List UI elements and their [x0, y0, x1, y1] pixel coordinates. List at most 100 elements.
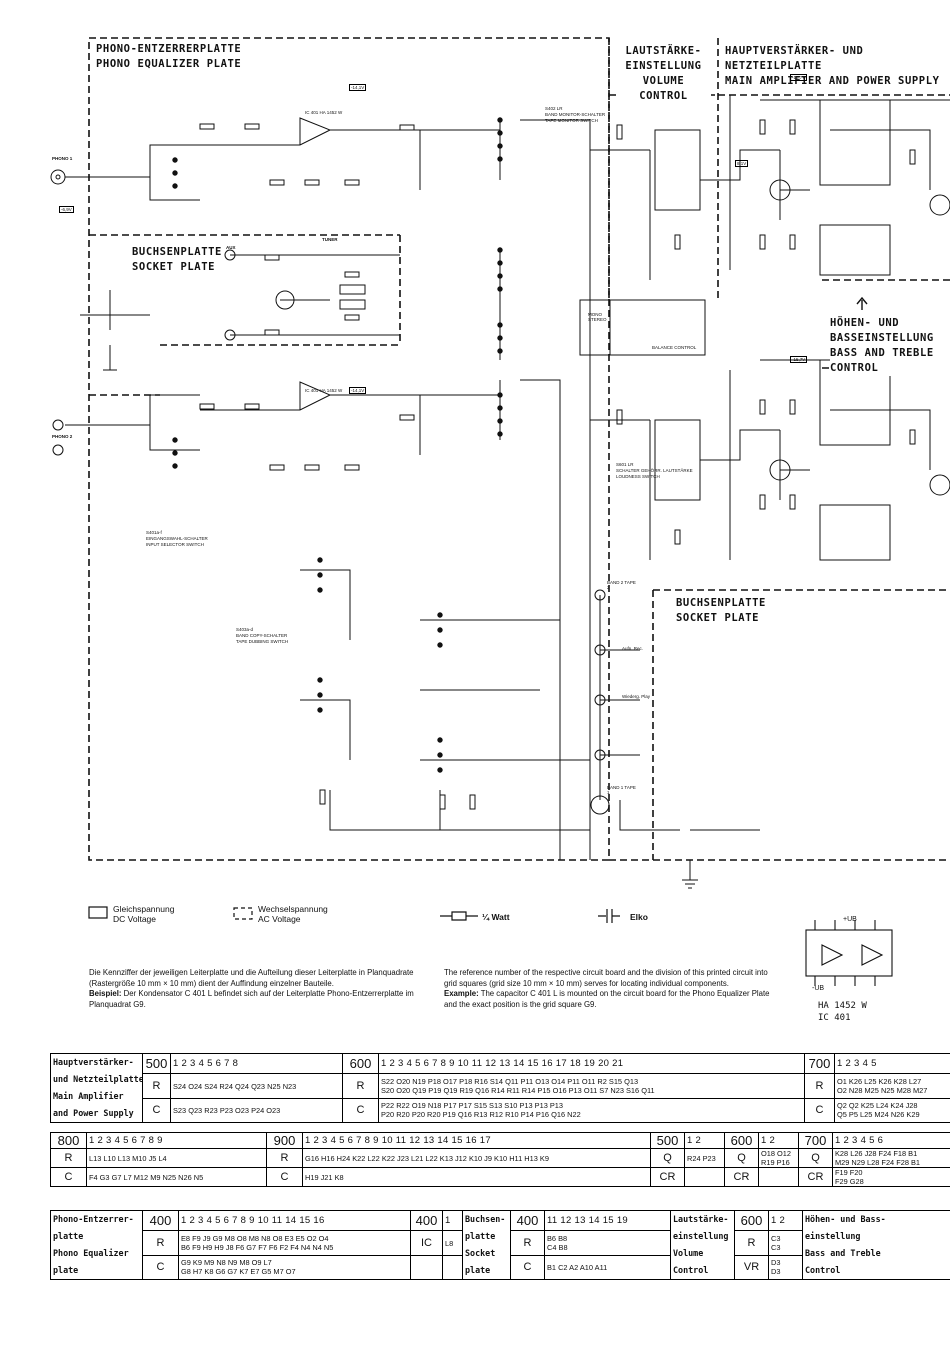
s403-de: BAND COPY-SCHALTER — [236, 633, 288, 638]
sock-label2: platte — [465, 1231, 496, 1241]
ac-voltage-legend: Wechselspannung AC Voltage — [258, 904, 328, 924]
row1-label2: und Netzteilplatte — [53, 1074, 143, 1084]
dc-voltage-legend: Gleichspannung DC Voltage — [113, 904, 174, 924]
tone-title-en: BASS AND TREBLE CONTROL — [830, 347, 934, 374]
table-row: R E8 F9 J9 G9 M8 O8 M8 N8 O8 E3 E5 O2 O4… — [51, 1230, 950, 1256]
dc-de: Gleichspannung — [113, 904, 175, 914]
q-label: Q — [724, 1148, 759, 1168]
note-en-example-label: Example: — [444, 989, 479, 998]
row1-label3: Main Amplifier — [53, 1091, 124, 1101]
voltage-6: 8,1V — [735, 160, 749, 167]
table-row: 800 1 2 3 4 5 6 7 8 9 900 1 2 3 4 5 6 7 … — [50, 1132, 950, 1149]
s601-id: S601 LR — [616, 462, 634, 467]
s601-en: LOUDNESS SWITCH — [616, 474, 660, 479]
tone-title-de: HÖHEN- UND BASSEINSTELLUNG — [830, 317, 934, 344]
ic-cells: L8 — [442, 1230, 463, 1256]
r600c-cells: C3 C3 — [768, 1230, 803, 1256]
table-row: C G9 K9 M9 N8 N9 M8 O9 L7 G8 H7 K8 G6 G7… — [51, 1254, 950, 1281]
ic-caption-num: IC 401 — [818, 1013, 851, 1023]
dc-en: DC Voltage — [113, 914, 156, 924]
c-label: C — [266, 1167, 303, 1187]
aux-label: AUX — [226, 245, 236, 250]
c700-cells: Q2 Q2 K25 L24 K24 J28 Q5 P5 L25 M24 N26 … — [834, 1097, 950, 1124]
phono-title-en: PHONO EQUALIZER PLATE — [96, 58, 242, 70]
legend-symbols — [88, 906, 620, 923]
c400-cells: G9 K9 M9 N8 N9 M8 O9 L7 G8 H7 K8 G6 G7 K… — [178, 1254, 411, 1281]
balance-label: BALANCE CONTROL — [652, 345, 697, 350]
rsock-c: B8 — [558, 1234, 568, 1244]
component-location-table-2: 800 1 2 3 4 5 6 7 8 9 900 1 2 3 4 5 6 7 … — [50, 1132, 950, 1187]
volume-title-en: VOLUME CONTROL — [639, 75, 688, 102]
note-en-text: The reference number of the respective c… — [444, 968, 768, 988]
grid-numbers-600: 1 2 3 4 5 6 7 8 9 10 11 12 13 14 15 16 1… — [378, 1052, 805, 1075]
switch-contacts — [172, 117, 503, 773]
s403-id: S403a-d — [236, 627, 254, 632]
row3-label1: Phono-Entzerrer- — [53, 1214, 134, 1224]
q600-line-b: R19 P16 — [761, 1158, 790, 1167]
voltage-4: -15,7V — [790, 356, 808, 363]
s601-label: S601 LR SCHALTER GEHÖRR. LAUTSTÄRKE LOUD… — [616, 462, 693, 480]
r400-line-a: E8 F9 J9 G9 M8 O8 M8 N8 O8 E3 E5 O2 O4 — [181, 1234, 329, 1244]
cr-label: CR — [724, 1167, 759, 1187]
grid-numbers-600b: 1 2 — [758, 1132, 799, 1149]
q700-line-a: K28 L26 J28 F24 F18 B1 — [835, 1149, 918, 1159]
c700-line-a: Q2 Q2 K25 L24 K24 J28 — [837, 1101, 918, 1111]
main-amp-title: HAUPTVERSTÄRKER- UND NETZTEILPLATTE MAIN… — [725, 44, 950, 89]
grid-numbers-400c: 11 12 13 14 15 19 — [544, 1209, 671, 1232]
r600c-b: C3 — [771, 1243, 781, 1253]
vr-label: VR — [734, 1254, 769, 1281]
table-row: Hauptverstärker- und Netzteilplatte Main… — [50, 1052, 950, 1123]
r700-line-b: O2 N28 M25 N25 M28 M27 — [837, 1086, 928, 1096]
voltage-1: -14,1V — [349, 84, 367, 91]
note-de-example: Der Kondensator C 401 L befindet sich au… — [89, 989, 414, 1009]
grid-numbers-600c: 1 2 — [768, 1209, 803, 1232]
table-row: R L13 L10 L13 M10 J5 L4 R G16 H16 H24 K2… — [50, 1148, 950, 1168]
board-number-600c: 600 — [734, 1209, 769, 1232]
c-label: C — [342, 1097, 379, 1124]
wiring — [65, 95, 950, 889]
vol-label3: Volume — [673, 1248, 704, 1258]
volume-title-de-2: EINSTELLUNG — [625, 60, 702, 72]
ic-pinout — [805, 920, 893, 986]
rsock-b: C4 — [547, 1243, 557, 1253]
phono-board-label: Phono-Entzerrer- platte Phono Equalizer … — [50, 1210, 143, 1280]
c400-line-a: G9 K9 M9 N8 N9 M8 O9 L7 — [181, 1258, 272, 1268]
table-row: C S23 Q23 R23 P23 O23 P24 O23 C P22 R22 … — [51, 1097, 950, 1124]
quarter-watt-legend: ¼ Watt — [482, 912, 510, 922]
r-label: R — [734, 1230, 769, 1256]
r400-line-b: B6 F9 H9 H9 J8 F6 G7 F7 F6 F2 F4 N4 N4 N… — [181, 1243, 334, 1253]
ic-label: IC — [410, 1230, 443, 1256]
voltage-3: -15,7V — [790, 74, 808, 81]
band2-label: BAND 2 TAPE 2 — [607, 580, 636, 590]
c800-cells: F4 G3 G7 L7 M12 M9 N25 N26 N5 — [86, 1167, 267, 1187]
grid-numbers-500: 1 2 3 4 5 6 7 8 — [170, 1052, 343, 1075]
note-de-example-label: Beispiel: — [89, 989, 122, 998]
cr700-line-b: F29 G28 — [835, 1177, 864, 1186]
cr700-line-a: F19 F20 — [835, 1168, 863, 1178]
c700-line-b: Q5 P5 L25 M24 N26 K29 — [837, 1110, 920, 1120]
cr600-cells — [758, 1167, 799, 1187]
cr700-cells: F19 F20 F29 G28 — [832, 1167, 950, 1187]
component-location-table: Hauptverstärker- und Netzteilplatte Main… — [50, 1052, 950, 1124]
ac-de: Wechselspannung — [258, 904, 328, 914]
vr600-cells: D3 D3 — [768, 1254, 803, 1281]
r-label: R — [50, 1148, 87, 1168]
socket-plate-1-title: BUCHSENPLATTE SOCKET PLATE — [132, 245, 222, 275]
main-amp-title-en: MAIN AMPLIFIER AND POWER SUPPLY — [725, 75, 940, 87]
board-number-600: 600 — [342, 1052, 379, 1075]
r-label: R — [142, 1230, 179, 1256]
table-row: C F4 G3 G7 L7 M12 M9 N25 N26 N5 C H19 J2… — [50, 1167, 950, 1187]
q500-cells: R24 P23 — [684, 1148, 725, 1168]
c500-cells: S23 Q23 R23 P23 O23 P24 O23 — [170, 1097, 343, 1124]
voltage-5: -6,9V — [59, 206, 74, 213]
board-number-400b: 400 — [410, 1209, 443, 1232]
table-row: Phono-Entzerrer- platte Phono Equalizer … — [50, 1209, 950, 1280]
rsock-cells: B6 B8 C4 B8 — [544, 1230, 671, 1256]
rsock-a: B6 — [547, 1234, 557, 1244]
ic-caption: HA 1452 W IC 401 — [818, 1000, 867, 1024]
socket1-title-de: BUCHSENPLATTE — [132, 246, 222, 258]
r600-line-b: S20 O20 Q19 P19 Q19 R19 Q16 R14 R11 R14 … — [381, 1086, 655, 1096]
phono-plate-title: PHONO-ENTZERRERPLATTE PHONO EQUALIZER PL… — [96, 42, 242, 72]
r-label: R — [510, 1230, 545, 1256]
